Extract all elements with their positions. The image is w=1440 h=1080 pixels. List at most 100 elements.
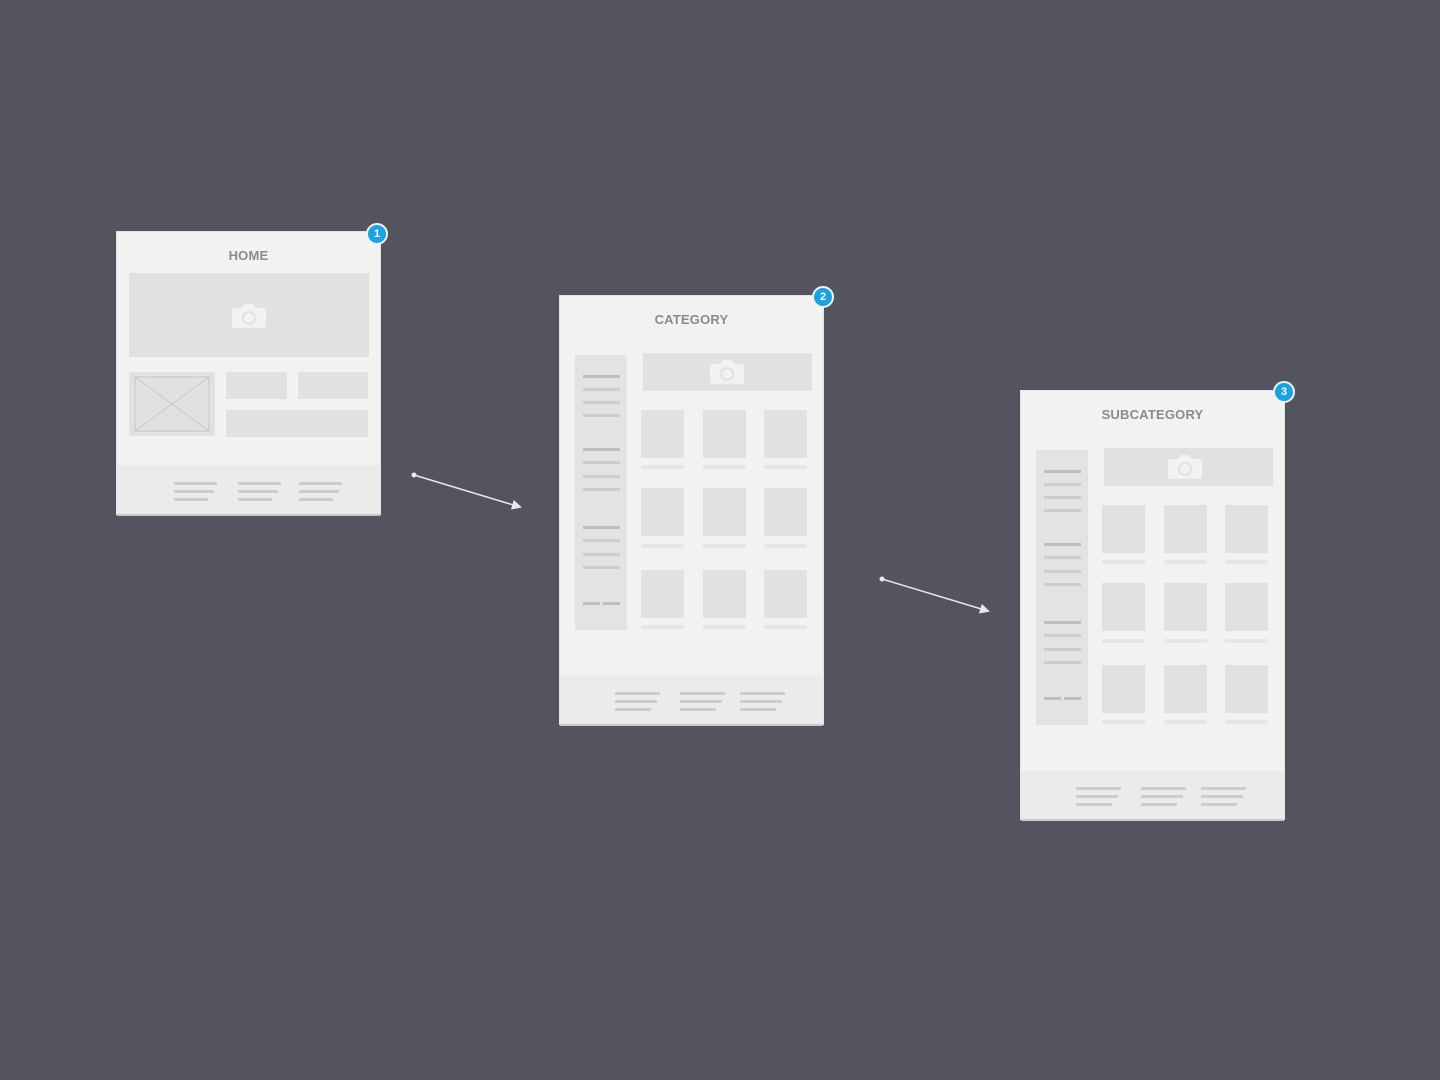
product-label: [764, 625, 807, 629]
category-sidebar: [575, 355, 627, 630]
product-label: [764, 465, 807, 469]
sidebar-heading: [1044, 470, 1081, 473]
product-label: [764, 544, 807, 548]
sidebar-heading: [1044, 621, 1081, 624]
product-tile: [764, 488, 807, 536]
product-tile: [641, 488, 684, 536]
product-label: [1164, 639, 1207, 643]
product-label: [703, 544, 746, 548]
sidebar-line: [583, 461, 620, 464]
product-tile: [1164, 665, 1207, 713]
product-tile: [764, 410, 807, 458]
step-badge-2: 2: [812, 286, 834, 308]
sidebar-heading: [1044, 543, 1081, 546]
subcategory-sidebar: [1036, 450, 1088, 725]
product-label: [1102, 560, 1145, 564]
product-label: [1102, 720, 1145, 724]
sidebar-line: [583, 388, 620, 391]
footer-line: [615, 708, 651, 711]
footer-line: [1076, 787, 1121, 790]
footer-line: [680, 692, 725, 695]
home-page-card: HOME: [117, 232, 380, 514]
sidebar-line: [1044, 634, 1081, 637]
footer-line: [740, 700, 782, 703]
product-tile: [703, 488, 746, 536]
footer-line: [740, 708, 776, 711]
product-tile: [641, 570, 684, 618]
footer-line: [680, 708, 716, 711]
product-tile: [1164, 583, 1207, 631]
footer-line: [299, 482, 342, 485]
footer-line: [1201, 795, 1243, 798]
subcategory-page-card: SUBCATEGORY: [1021, 391, 1284, 819]
footer-line: [1201, 787, 1246, 790]
sidebar-line: [1044, 570, 1081, 573]
product-label: [641, 625, 684, 629]
product-tile: [703, 570, 746, 618]
footer-line: [615, 700, 657, 703]
sidebar-line: [1044, 661, 1081, 664]
product-label: [703, 465, 746, 469]
category-banner: [643, 353, 812, 391]
footer-line: [174, 490, 214, 493]
home-image-placeholder: [129, 372, 215, 436]
sidebar-line: [583, 401, 620, 404]
product-label: [1225, 560, 1268, 564]
product-tile: [764, 570, 807, 618]
footer-line: [1141, 787, 1186, 790]
camera-icon: [710, 360, 744, 384]
subcategory-banner: [1104, 448, 1273, 486]
sidebar-pagination: [583, 602, 600, 605]
sidebar-heading: [583, 375, 620, 378]
sidebar-heading: [583, 526, 620, 529]
sidebar-line: [583, 539, 620, 542]
footer-line: [238, 482, 281, 485]
sidebar-pagination: [603, 602, 620, 605]
sidebar-line: [1044, 583, 1081, 586]
home-content-block: [226, 372, 287, 399]
footer-line: [740, 692, 785, 695]
sidebar-line: [583, 414, 620, 417]
footer-line: [238, 490, 278, 493]
product-label: [1225, 639, 1268, 643]
footer-line: [238, 498, 272, 501]
sidebar-line: [583, 488, 620, 491]
sidebar-heading: [583, 448, 620, 451]
product-label: [641, 544, 684, 548]
category-footer: [560, 676, 823, 724]
product-tile: [1225, 505, 1268, 553]
category-page-card: CATEGORY: [560, 296, 823, 724]
sidebar-line: [1044, 509, 1081, 512]
sidebar-line: [1044, 483, 1081, 486]
home-page-title: HOME: [228, 248, 269, 263]
product-label: [1225, 720, 1268, 724]
product-label: [703, 625, 746, 629]
product-tile: [1102, 583, 1145, 631]
product-tile: [1225, 665, 1268, 713]
footer-line: [1141, 795, 1183, 798]
home-hero-banner: [129, 273, 369, 357]
footer-line: [299, 498, 333, 501]
home-footer: [117, 465, 380, 514]
arrow-category-to-subcategory: [879, 576, 990, 614]
footer-line: [680, 700, 722, 703]
home-content-wide-block: [226, 410, 368, 437]
image-placeholder-icon: [134, 376, 210, 432]
footer-line: [1141, 803, 1177, 806]
sidebar-pagination: [1064, 697, 1081, 700]
product-tile: [1102, 505, 1145, 553]
footer-line: [1201, 803, 1237, 806]
footer-line: [1076, 803, 1112, 806]
footer-line: [174, 482, 217, 485]
sidebar-line: [583, 553, 620, 556]
product-tile: [1102, 665, 1145, 713]
camera-icon: [1168, 455, 1202, 479]
footer-line: [174, 498, 208, 501]
product-label: [1164, 720, 1207, 724]
sidebar-line: [1044, 648, 1081, 651]
home-content-block: [298, 372, 368, 399]
step-badge-3: 3: [1273, 381, 1295, 403]
camera-icon: [232, 304, 266, 328]
product-label: [1102, 639, 1145, 643]
category-page-title: CATEGORY: [654, 312, 729, 327]
